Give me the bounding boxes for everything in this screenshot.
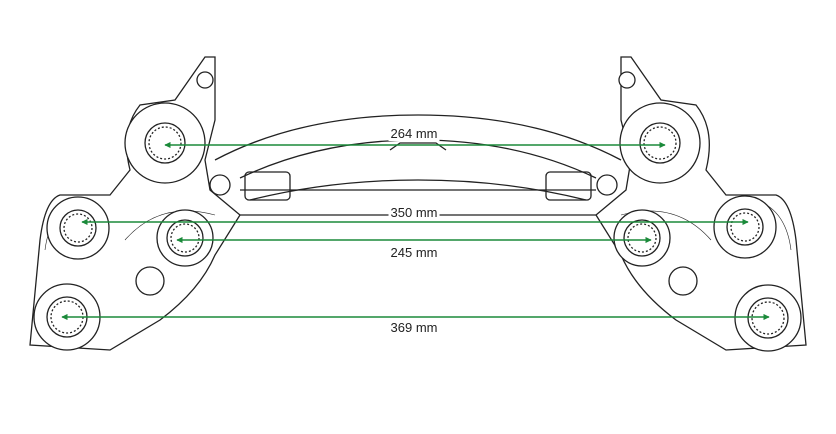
bracket-outline xyxy=(29,56,807,351)
dimension-label-245: 245 mm xyxy=(388,245,440,260)
dimension-label-369: 369 mm xyxy=(388,320,440,335)
dimension-label-264: 264 mm xyxy=(388,126,440,141)
dimension-label-350: 350 mm xyxy=(388,205,440,220)
dimension-lines xyxy=(61,141,770,321)
